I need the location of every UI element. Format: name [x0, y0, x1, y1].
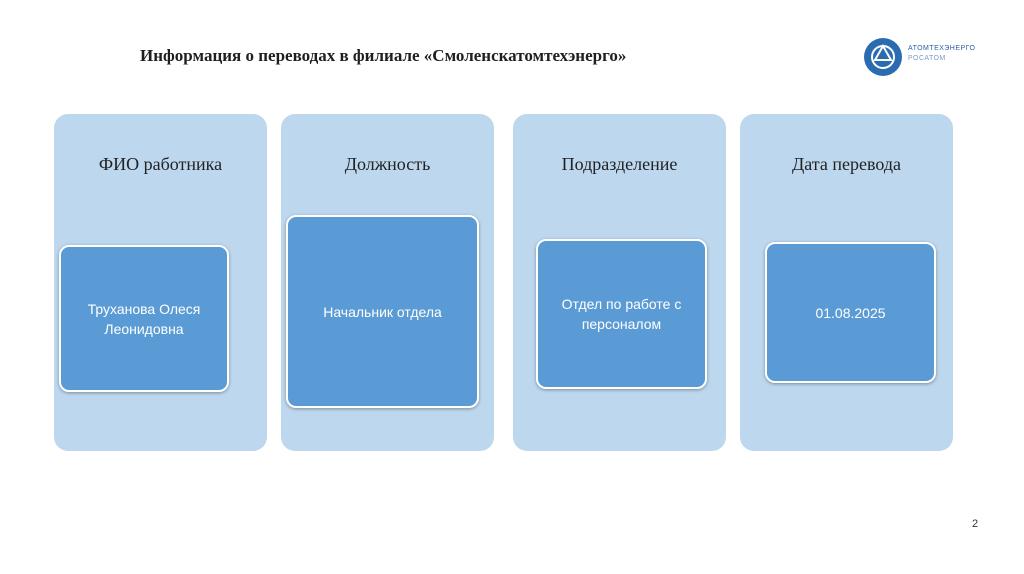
transfer-date-card: 01.08.2025: [765, 242, 936, 383]
column-header: Должность: [344, 154, 431, 174]
slide-title: Информация о переводах в филиале «Смолен…: [140, 46, 627, 65]
company-logo: АТОМТЕХЭНЕРГО РОСАТОМ: [864, 38, 984, 78]
employee-name-card: Труханова Олеся Леонидовна: [59, 245, 229, 392]
employee-name-value: Труханова Олеся Леонидовна: [87, 300, 201, 337]
column-department: Подразделение Отдел по работе с персонал…: [513, 114, 726, 451]
transfer-date-value: 01.08.2025: [815, 304, 886, 321]
rosatom-logo-icon: [864, 38, 902, 76]
position-card: Начальник отдела: [286, 215, 479, 408]
logo-line2: РОСАТОМ: [908, 55, 946, 62]
column-position: Должность Начальник отдела: [281, 114, 494, 451]
column-header: Дата перевода: [792, 154, 901, 174]
column-employee-name: ФИО работника Труханова Олеся Леонидовна: [54, 114, 267, 451]
department-card: Отдел по работе с персоналом: [536, 239, 707, 389]
position-value: Начальник отдела: [323, 303, 442, 320]
column-header: ФИО работника: [98, 154, 223, 174]
department-value: Отдел по работе с персоналом: [561, 296, 682, 332]
logo-line1: АТОМТЕХЭНЕРГО: [908, 45, 976, 52]
column-transfer-date: Дата перевода 01.08.2025: [740, 114, 953, 451]
logo-text: АТОМТЕХЭНЕРГО РОСАТОМ: [908, 44, 976, 64]
page-number: 2: [972, 518, 979, 530]
column-header: Подразделение: [561, 154, 678, 174]
